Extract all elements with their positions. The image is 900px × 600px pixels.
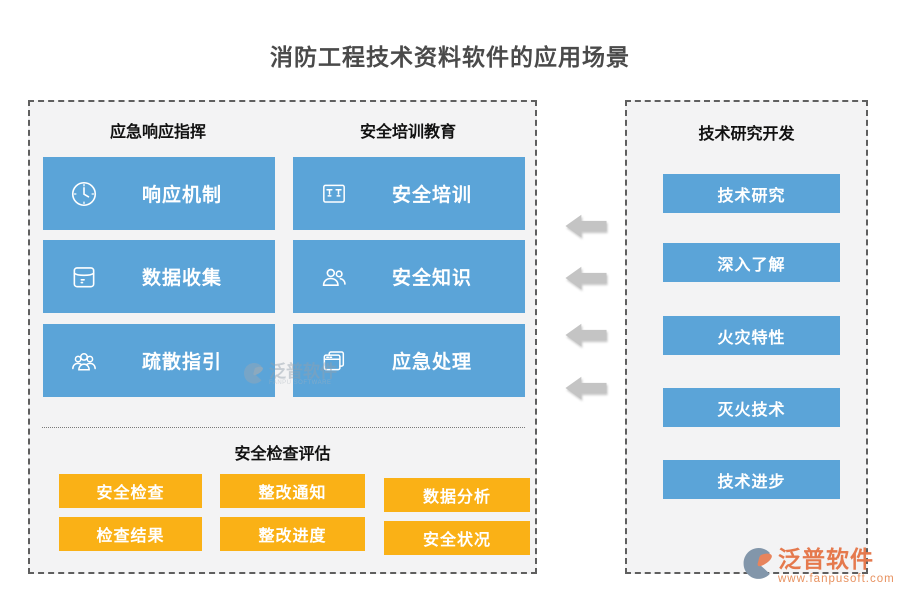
left-arrow-icon <box>565 321 607 349</box>
button-tech-research[interactable]: 技术研究 <box>663 174 840 213</box>
card-label: 应急处理 <box>391 352 472 373</box>
section-header-safety-training: 安全培训教育 <box>359 124 456 141</box>
button-rectification-progress[interactable]: 整改进度 <box>220 517 365 551</box>
vendor-logo: 泛普软件 www.fanpusoft.com <box>742 546 895 586</box>
button-inspection-result[interactable]: 检查结果 <box>59 517 202 551</box>
button-safety-inspection[interactable]: 安全检查 <box>59 474 202 508</box>
people-icon <box>319 262 349 292</box>
card-data-collection[interactable]: 数据收集 <box>43 240 275 313</box>
section-header-emergency-response: 应急响应指挥 <box>109 124 206 141</box>
clock-icon <box>69 179 99 209</box>
card-response-mechanism[interactable]: 响应机制 <box>43 157 275 230</box>
card-label: 安全培训 <box>391 185 472 206</box>
card-label: 安全知识 <box>391 268 472 289</box>
card-label: 疏散指引 <box>141 352 222 373</box>
card-label: 响应机制 <box>141 185 222 206</box>
left-arrow-icon <box>565 374 607 402</box>
button-deep-understanding[interactable]: 深入了解 <box>663 243 840 282</box>
button-tech-progress[interactable]: 技术进步 <box>663 460 840 499</box>
presentation-board-icon <box>319 179 349 209</box>
left-arrow-icon <box>565 264 607 292</box>
vendor-url: www.fanpusoft.com <box>778 573 895 586</box>
stacked-windows-icon <box>319 346 349 376</box>
section-header-inspection-assessment: 安全检查评估 <box>234 446 331 463</box>
fanpu-logo-icon <box>742 547 775 582</box>
card-safety-knowledge[interactable]: 安全知识 <box>293 240 525 313</box>
card-safety-training[interactable]: 安全培训 <box>293 157 525 230</box>
left-arrow-icon <box>565 212 607 240</box>
button-data-analysis[interactable]: 数据分析 <box>384 478 530 512</box>
page-title: 消防工程技术资料软件的应用场景 <box>270 44 630 70</box>
envelope-icon <box>69 262 99 292</box>
section-header-tech-research: 技术研究开发 <box>698 126 795 143</box>
button-fire-characteristics[interactable]: 火灾特性 <box>663 316 840 355</box>
section-divider <box>42 427 525 428</box>
card-evacuation-guide[interactable]: 疏散指引 <box>43 324 275 397</box>
left-panel: 应急响应指挥 安全培训教育 响应机制 数据收集 <box>28 100 537 574</box>
vendor-name: 泛普软件 <box>778 546 874 572</box>
card-label: 数据收集 <box>141 268 222 289</box>
button-extinguishing-tech[interactable]: 灭火技术 <box>663 388 840 427</box>
button-safety-status[interactable]: 安全状况 <box>384 521 530 555</box>
card-emergency-handling[interactable]: 应急处理 <box>293 324 525 397</box>
button-rectification-notice[interactable]: 整改通知 <box>220 474 365 508</box>
people-group-icon <box>69 346 99 376</box>
right-panel: 技术研究开发 技术研究 深入了解 火灾特性 灭火技术 技术进步 <box>625 100 868 574</box>
